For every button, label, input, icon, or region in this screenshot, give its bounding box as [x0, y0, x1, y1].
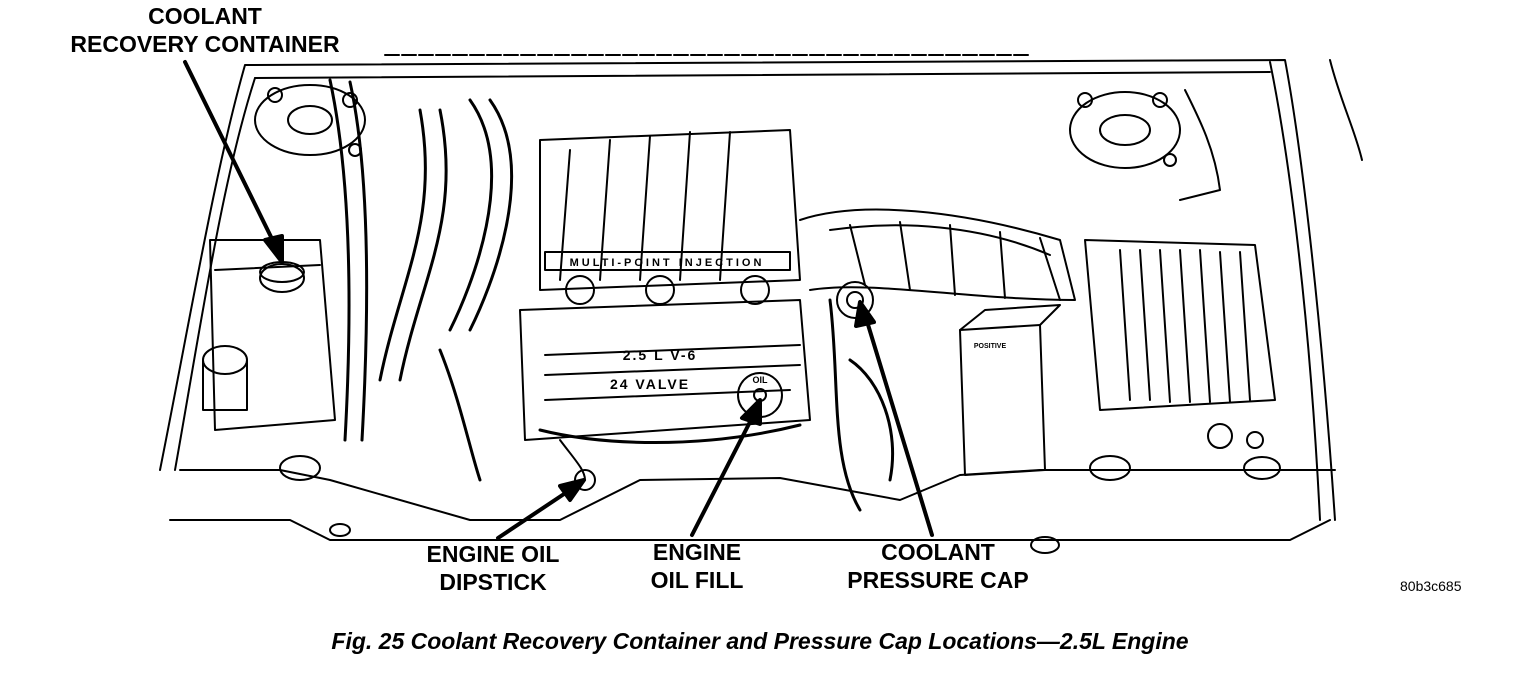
coolant-recovery-container: [202, 239, 336, 431]
coolant-recovery-container-callout: COOLANT RECOVERY CONTAINER: [30, 2, 380, 58]
intake-manifold: MULTI-POINT INJECTION: [539, 129, 801, 305]
battery-lettering: POSITIVE: [974, 343, 1007, 350]
callout-line: PRESSURE CAP: [847, 567, 1029, 593]
callout-line: DIPSTICK: [439, 569, 547, 595]
air-intake-duct: [799, 208, 1076, 301]
air-cleaner-housing: [1084, 239, 1276, 411]
front-panel: [169, 423, 1336, 554]
dipstick-handle: [559, 439, 596, 491]
callout-line: ENGINE OIL: [426, 541, 560, 567]
oil-cap-lettering: OIL: [753, 375, 769, 385]
callout-line: COOLANT: [148, 3, 262, 29]
right-strut-tower: [1069, 89, 1221, 201]
left-strut-tower: [254, 84, 366, 157]
manifold-lettering: MULTI-POINT INJECTION: [570, 257, 765, 269]
coolant-pressure-cap-callout: COOLANT PRESSURE CAP: [820, 538, 1056, 594]
lower-wiring: [438, 298, 895, 512]
callout-line: COOLANT: [881, 539, 995, 565]
figure-caption: Fig. 25 Coolant Recovery Container and P…: [331, 628, 1189, 654]
engine-oil-dipstick-callout: ENGINE OIL DIPSTICK: [398, 540, 588, 596]
fender-outline: [159, 54, 1363, 521]
callout-line: OIL FILL: [650, 567, 744, 593]
valve-cover-valves: 24 VALVE: [610, 376, 690, 392]
leader-arrows: [183, 60, 934, 540]
coolant-pressure-cap: [836, 281, 874, 319]
valve-cover: 2.5 L V-6 24 VALVE: [519, 299, 811, 441]
left-hoses: [328, 78, 513, 442]
engine-oil-fill-callout: ENGINE OIL FILL: [612, 538, 782, 594]
callout-line: ENGINE: [652, 539, 742, 565]
callout-line: RECOVERY CONTAINER: [70, 31, 340, 57]
figure-code: 80b3c685: [1400, 578, 1462, 594]
battery: POSITIVE: [959, 304, 1061, 476]
valve-cover-displacement: 2.5 L V-6: [623, 347, 698, 363]
